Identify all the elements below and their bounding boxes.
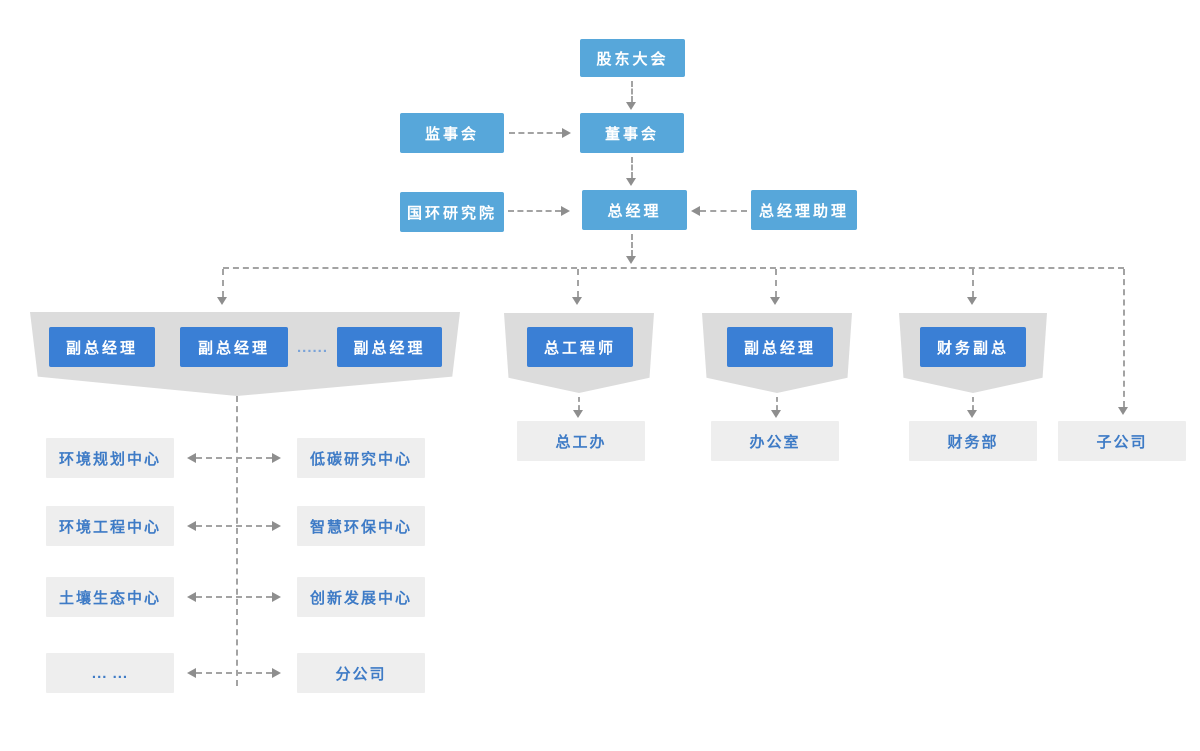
connector-shareholders-board-arrowhead [626,102,636,110]
connector-fin-dept-line [972,397,974,410]
connector-row4-line [196,672,272,674]
connector-drop-subsidiary-line [1123,269,1125,407]
connector-row3-left-arrowhead [187,592,196,602]
connector-assistant-gm-arrowhead [691,206,700,216]
connector-research-gm-arrowhead [561,206,570,216]
node-deputy-gm-1: 副总经理 [49,327,155,367]
connector-row1-left-arrowhead [187,453,196,463]
connector-dgm-dept-arrowhead [771,410,781,418]
connector-gm-trunk-arrowhead [626,256,636,264]
center-smart-env-protection: 智慧环保中心 [297,506,425,546]
dept-office: 办公室 [711,421,839,461]
center-innovation-development: 创新发展中心 [297,577,425,617]
dept-finance: 财务部 [909,421,1037,461]
connector-drop-subsidiary-arrowhead [1118,407,1128,415]
connector-supervisory-board-arrowhead [562,128,571,138]
connector-gm-trunk-line [631,234,633,256]
node-shareholders-meeting: 股东大会 [580,39,685,77]
connector-supervisory-board-line [509,132,562,134]
node-finance-deputy: 财务副总 [920,327,1026,367]
node-research-institute: 国环研究院 [400,192,504,232]
connector-row2-line [196,525,272,527]
center-low-carbon-research: 低碳研究中心 [297,438,425,478]
connector-row4-left-arrowhead [187,668,196,678]
connector-dgm-dept-line [776,397,778,410]
connector-board-gm-line [631,157,633,178]
connector-drop-chief-engineer-arrowhead [572,297,582,305]
connector-drop-finance-line [972,269,974,297]
node-supervisory-board: 监事会 [400,113,504,153]
connector-row1-right-arrowhead [272,453,281,463]
connector-row2-right-arrowhead [272,521,281,531]
connector-drop-deputies-arrowhead [217,297,227,305]
connector-shareholders-board-line [631,81,633,102]
node-general-manager: 总经理 [582,190,687,230]
node-deputy-gm-2: 副总经理 [180,327,288,367]
center-env-planning: 环境规划中心 [46,438,174,478]
center-branch-company: 分公司 [297,653,425,693]
connector-drop-deputies-line [222,269,224,297]
connector-row2-left-arrowhead [187,521,196,531]
connector-drop-deputy-gm-line [775,269,777,297]
node-deputy-gm-3: 副总经理 [337,327,442,367]
connector-drop-chief-engineer-line [577,269,579,297]
connector-ce-dept-line [578,397,580,410]
connector-row4-right-arrowhead [272,668,281,678]
node-board-of-directors: 董事会 [580,113,684,153]
connector-fin-dept-arrowhead [967,410,977,418]
connector-row3-right-arrowhead [272,592,281,602]
connector-row1-line [196,457,272,459]
deputies-ellipsis: ...... [296,338,328,356]
center-soil-ecology: 土壤生态中心 [46,577,174,617]
connector-assistant-gm-line [700,210,747,212]
node-gm-assistant: 总经理助理 [751,190,857,230]
node-chief-engineer: 总工程师 [527,327,633,367]
node-deputy-gm-office-head: 副总经理 [727,327,833,367]
connector-board-gm-arrowhead [626,178,636,186]
dept-chief-engineer-office: 总工办 [517,421,645,461]
center-env-engineering: 环境工程中心 [46,506,174,546]
connector-main-horizontal-line [223,267,1124,269]
connector-row3-line [196,596,272,598]
connector-drop-deputy-gm-arrowhead [770,297,780,305]
connector-drop-finance-arrowhead [967,297,977,305]
connector-research-gm-line [508,210,561,212]
dept-subsidiary: 子公司 [1058,421,1186,461]
connector-ce-dept-arrowhead [573,410,583,418]
center-more-ellipsis: ... ... [46,653,174,693]
connector-deputies-spine-line [236,396,238,686]
